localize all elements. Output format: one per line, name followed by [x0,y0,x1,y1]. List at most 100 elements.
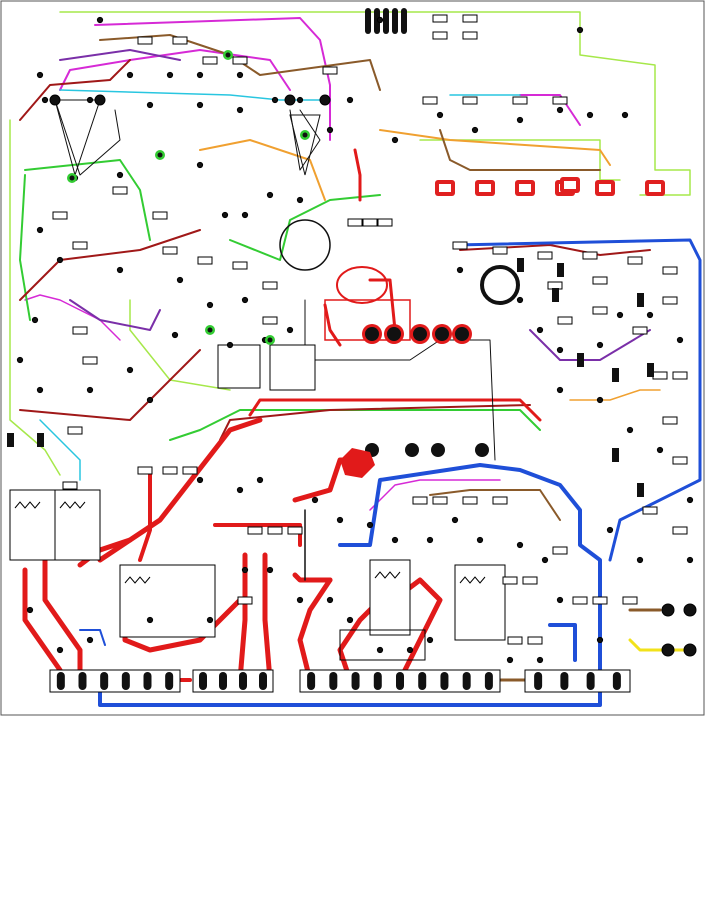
pad-icon [471,126,479,134]
trace-trace_lightgreen [129,299,231,391]
top-connector-pin-icon [401,8,407,34]
trace-trace_green [169,409,541,441]
connector-pin-icon [143,672,152,690]
trace-trace_blue [338,463,602,682]
resistor-icon [412,496,428,505]
pad-icon [683,643,697,657]
diode-icon [7,433,14,447]
module-outline [339,629,426,661]
pad-icon [536,326,544,334]
trace-trace_blue [79,629,106,646]
large-pad-icon [387,327,401,341]
pad-icon [36,386,44,394]
resistor-icon [547,281,563,290]
large-pad-icon [405,443,419,457]
resistor-icon [377,218,393,227]
pad-icon [616,311,624,319]
pad-icon [436,111,444,119]
smd-pad-inner [564,181,576,189]
resistor-icon [642,506,658,515]
resistor-icon [662,266,678,275]
trace-trace_red [297,577,333,683]
pad-icon [16,356,24,364]
resistor-icon [162,466,178,475]
pad-icon [226,341,234,349]
pad-icon [656,446,664,454]
pad-icon [426,536,434,544]
resistor-icon [162,246,178,255]
pad-icon [116,171,124,179]
connector-block [524,669,631,693]
resistor-icon [662,296,678,305]
pad-icon [96,16,104,24]
pad-icon [56,646,64,654]
pad-icon [596,636,604,644]
pad-icon [576,26,584,34]
diode-icon [552,288,559,302]
pad-icon [241,296,249,304]
diode-icon [612,448,619,462]
pad-icon [56,256,64,264]
smd-pad-inner [649,184,661,192]
pad-icon [126,366,134,374]
resistor-icon [287,526,303,535]
resistor-icon [262,281,278,290]
pad-icon [366,521,374,529]
resistor-icon [632,326,648,335]
resistor-icon [202,56,218,65]
pad-icon [426,636,434,644]
pad-icon [661,643,675,657]
pad-icon [146,101,154,109]
pad-icon [346,616,354,624]
pad-icon [406,646,414,654]
pad-icon [541,556,549,564]
resistor-icon [137,466,153,475]
pad-icon [86,636,94,644]
trace-trace_brown [429,489,561,521]
resistor-icon [592,276,608,285]
smd-pad-inner [519,184,531,192]
pad-icon [296,196,304,204]
pad-icon [302,132,308,138]
capacitor-large-icon [279,219,331,271]
resistor-icon [347,218,363,227]
resistor-icon [622,596,638,605]
trace-trace_blue [453,238,702,562]
large-pad-icon [435,327,449,341]
trace-trace_red [262,552,273,683]
pad-icon [207,327,213,333]
resistor-icon [552,546,568,555]
pad-icon [206,301,214,309]
resistor-icon [247,526,263,535]
resistor-icon [672,456,688,465]
pad-icon [196,476,204,484]
top-connector-pin-icon [374,8,380,34]
resistor-icon [322,66,338,75]
diode-icon [647,363,654,377]
pad-icon [267,337,273,343]
pad-large-icon [49,94,61,106]
resistor-icon [52,211,68,220]
resistor-icon [67,426,83,435]
resistor-icon [432,31,448,40]
resistor-icon [462,496,478,505]
transformer-left-icon [54,99,101,177]
pad-icon [606,526,614,534]
resistor-icon [652,371,668,380]
resistor-icon [72,326,88,335]
trace-trace_red [292,572,333,583]
diode-icon [637,483,644,497]
large-pad-icon [365,327,379,341]
resistor-icon [72,241,88,250]
trace-trace_red [368,278,397,332]
relay-icon [54,489,101,561]
pad-icon [176,276,184,284]
pad-icon [596,341,604,349]
resistor-icon [422,96,438,105]
smd-pad-inner [599,184,611,192]
trace-trace_darkred [19,349,201,421]
pad-icon [556,386,564,394]
top-connector-pin-icon [392,8,398,34]
large-pad-icon [431,443,445,457]
